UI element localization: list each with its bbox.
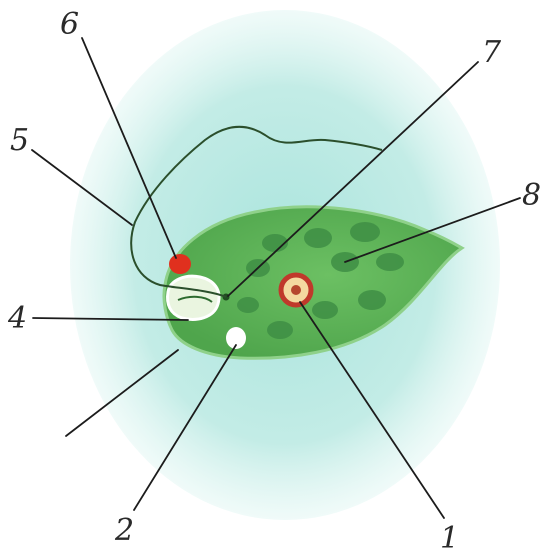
- chloroplast: [237, 297, 259, 313]
- label-contractile-vacuole: 2: [114, 513, 134, 548]
- label-flagellum: 5: [10, 123, 29, 158]
- chloroplast: [267, 321, 293, 339]
- label-photoreceptor: 7: [482, 35, 502, 70]
- reservoir: [168, 276, 220, 319]
- label-reservoir: 4: [7, 301, 27, 336]
- label-eyespot: 6: [60, 7, 79, 42]
- nucleus: [281, 275, 311, 305]
- eyespot: [169, 254, 191, 274]
- label-chloroplast: 8: [522, 178, 541, 213]
- chloroplast: [350, 222, 380, 242]
- label-nucleus: 1: [440, 521, 459, 556]
- chloroplast: [358, 290, 386, 310]
- chloroplast: [312, 301, 338, 319]
- chloroplast: [376, 253, 404, 271]
- chloroplast: [304, 228, 332, 248]
